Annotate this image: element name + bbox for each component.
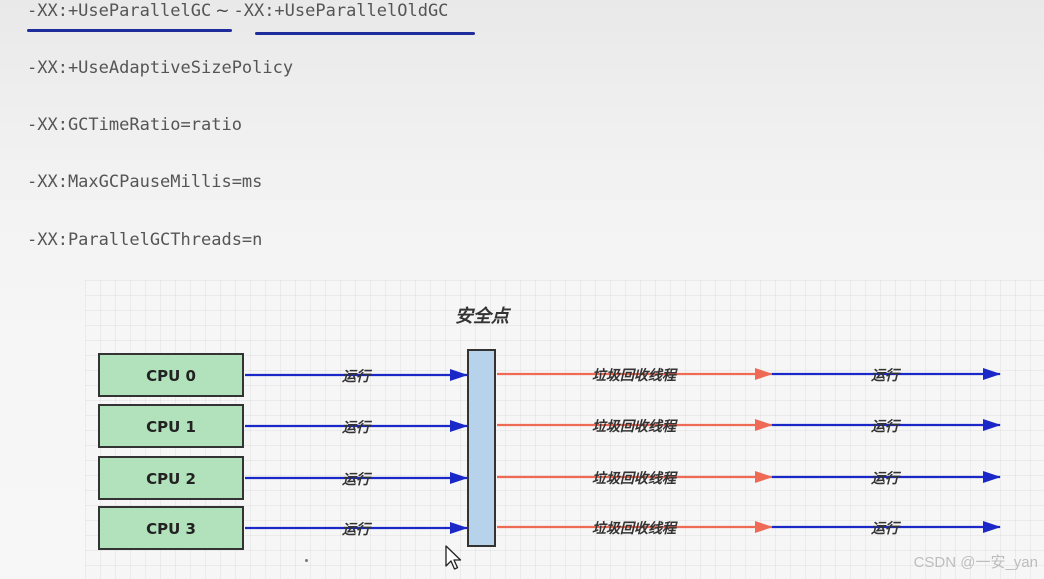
- underline-parallel-old-gc: [255, 32, 475, 35]
- tilde-separator: ~: [215, 1, 230, 21]
- gc-label-2: 垃圾回收线程: [592, 470, 678, 487]
- cpu-box-3: [98, 506, 244, 550]
- cpu-label-2: CPU 2: [146, 470, 196, 488]
- run-label-after-0: 运行: [871, 367, 902, 384]
- flag-use-parallel-old-gc: -XX:+UseParallelOldGC: [233, 1, 449, 21]
- cpu-label-3: CPU 3: [146, 520, 196, 538]
- cpu-box-0: [98, 353, 244, 397]
- stray-dot: [305, 559, 308, 562]
- cpu-box-1: [98, 404, 244, 448]
- run-label-before-1: 运行: [342, 419, 373, 436]
- mouse-cursor-icon: [445, 545, 462, 570]
- run-label-before-3: 运行: [342, 521, 373, 538]
- cpu-box-2: [98, 456, 244, 500]
- run-label-after-3: 运行: [871, 520, 902, 537]
- flag-gc-time-ratio: -XX:GCTimeRatio=ratio: [27, 115, 242, 135]
- run-label-before-2: 运行: [342, 471, 373, 488]
- flag-max-gc-pause-millis: -XX:MaxGCPauseMillis=ms: [27, 172, 263, 192]
- gc-label-0: 垃圾回收线程: [592, 367, 678, 384]
- gc-label-1: 垃圾回收线程: [592, 418, 678, 435]
- flag-use-parallel-gc-line: -XX:+UseParallelGC~-XX:+UseParallelOldGC: [27, 1, 448, 21]
- watermark: CSDN @一安_yan: [913, 554, 1038, 571]
- flag-use-adaptive-size-policy: -XX:+UseAdaptiveSizePolicy: [27, 58, 294, 78]
- flag-parallel-gc-threads: -XX:ParallelGCThreads=n: [27, 230, 263, 250]
- cpu-label-1: CPU 1: [146, 418, 196, 436]
- run-label-after-2: 运行: [871, 470, 902, 487]
- safepoint-bar: [467, 349, 496, 547]
- gc-label-3: 垃圾回收线程: [592, 520, 678, 537]
- underline-parallel-gc: [27, 29, 232, 32]
- run-label-before-0: 运行: [342, 368, 373, 385]
- safepoint-title: 安全点: [455, 306, 512, 327]
- run-label-after-1: 运行: [871, 418, 902, 435]
- flag-use-parallel-gc: -XX:+UseParallelGC: [27, 1, 212, 21]
- cpu-label-0: CPU 0: [146, 367, 196, 385]
